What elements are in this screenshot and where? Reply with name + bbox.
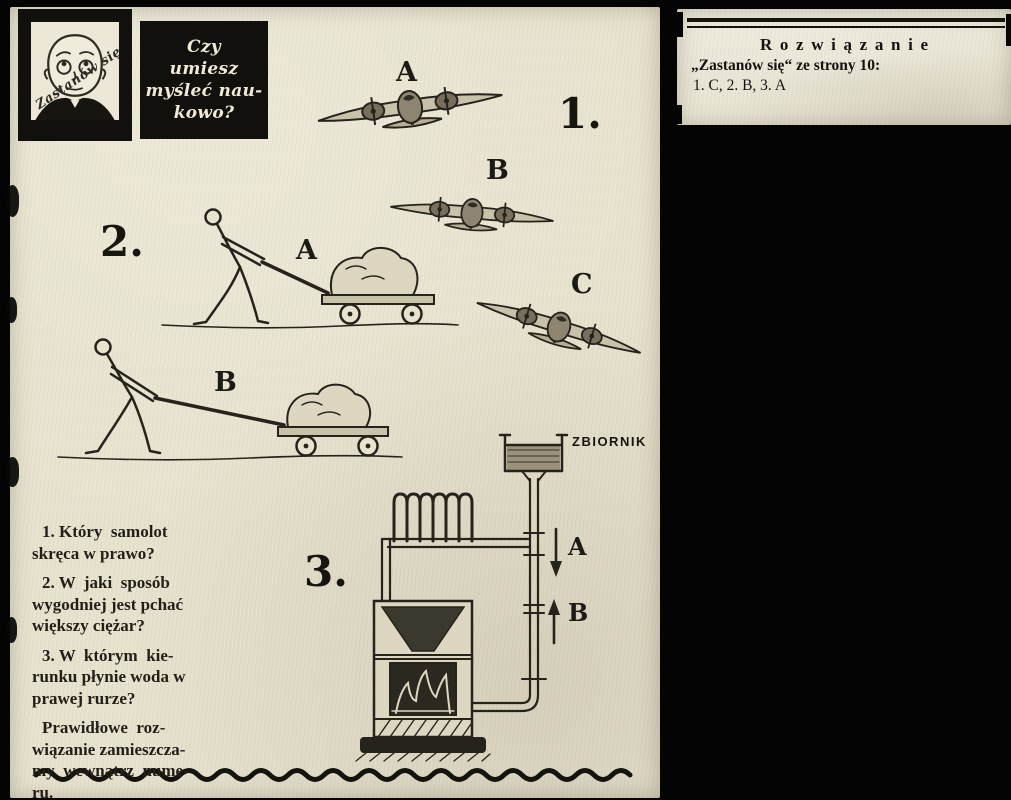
question-line: 1. Który samolot [42, 522, 168, 541]
boiler-diagram [355, 433, 569, 762]
question-2: 2. W jaki sposób wygodniej jest pchać wi… [32, 572, 276, 637]
question-line: 2. W jaki sposób [42, 573, 170, 592]
scan-smudge [6, 297, 17, 323]
airplane-b [387, 190, 557, 239]
solution-clipping: Rozwiązanie „Zastanów się“ ze strony 10:… [677, 9, 1011, 125]
scan-smudge [6, 185, 19, 217]
tank-label: ZBIORNIK [572, 434, 647, 449]
puzzle-illustrations [33, 76, 647, 782]
cart-b-label: B [214, 367, 237, 398]
flow-a-label: A [568, 532, 587, 561]
question-line: większy ciężar? [32, 616, 145, 635]
question-line: prawej rurze? [32, 688, 136, 708]
title-line: kowo? [173, 103, 235, 123]
double-rule-bottom [687, 26, 1005, 28]
note-line: Prawidłowe roz- [42, 718, 166, 737]
question-1: 1. Który samolot skręca w prawo? [32, 521, 276, 564]
airplane-a-label: A [396, 57, 417, 88]
puzzle-1-number: 1. [558, 89, 602, 138]
double-rule-top [687, 18, 1005, 22]
cart-scene-b [57, 338, 403, 461]
scan-mark [1006, 14, 1011, 46]
title-line: myśleć nau- [145, 81, 263, 101]
solution-answers: 1. C, 2. B, 3. A [693, 77, 787, 94]
flow-b-label: B [568, 598, 589, 627]
question-line: skręca w prawo? [32, 543, 155, 563]
question-3: 3. W którym kie- runku płynie woda w pra… [32, 645, 276, 710]
puzzle-page-clipping: Zastanów się Czy umiesz myśleć nau- kowo… [6, 7, 660, 800]
question-line: wygodniej jest pchać [32, 594, 184, 614]
scan-smudge [6, 617, 17, 643]
title-line: umiesz [169, 59, 239, 79]
airplane-c-label: C [571, 269, 593, 300]
questions-block: 1. Który samolot skręca w prawo? 2. W ja… [32, 521, 276, 800]
cart-scene-a [161, 208, 459, 329]
thinking-man-face [35, 34, 115, 120]
airplane-b-label: B [486, 155, 509, 186]
zastanow-sie-badge: Zastanów się [18, 9, 132, 141]
solution-title: Rozwiązanie [759, 35, 936, 54]
scan-mark [677, 12, 683, 37]
wavy-divider [33, 768, 633, 782]
cart-a-label: A [296, 235, 317, 266]
scan-mark [677, 105, 682, 124]
puzzle-3-number: 3. [304, 547, 348, 596]
title-line: Czy [187, 37, 221, 57]
note-line: ru. [32, 782, 54, 800]
question-line: 3. W którym kie- [42, 645, 174, 665]
solution-note: Prawidłowe roz- wiązanie zamieszcza- my … [32, 717, 276, 800]
airplane-c [470, 286, 647, 371]
question-line: runku płynie woda w [32, 667, 186, 686]
note-line: wiązanie zamieszcza- [32, 739, 186, 759]
solution-reference: „Zastanów się“ ze strony 10: [691, 57, 881, 74]
puzzle-2-number: 2. [100, 217, 144, 266]
thinking-man-illustration: Zastanów się [31, 22, 119, 120]
puzzle-title-box: Czy umiesz myśleć nau- kowo? [140, 21, 268, 139]
note-line: my wewnątrz nume- [32, 761, 189, 780]
scan-smudge [6, 457, 19, 487]
